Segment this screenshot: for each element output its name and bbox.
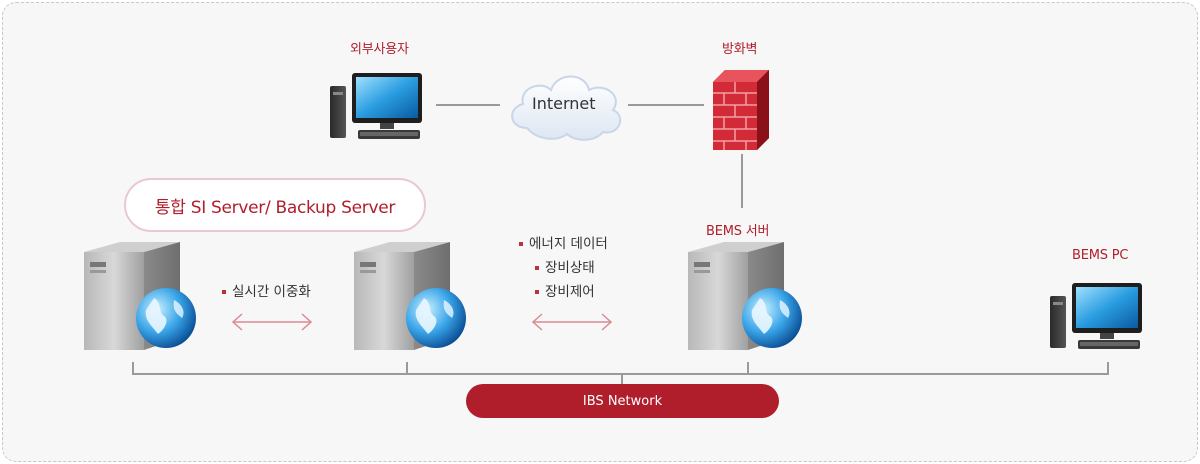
bems-pc-label: BEMS PC <box>1072 248 1129 263</box>
double-arrow-icon <box>231 313 313 331</box>
link-internet-firewall <box>628 104 704 106</box>
bems-server-label: BEMS 서버 <box>706 224 770 239</box>
drop-server-1 <box>132 362 134 374</box>
bullet-icon <box>535 290 539 294</box>
data-type-item: 장비제어 <box>535 280 608 304</box>
drop-server-2 <box>406 362 408 374</box>
si-server-group-label: 통합 SI Server/ Backup Server <box>124 178 426 232</box>
drop-bems-pc <box>1107 362 1109 374</box>
bullet-icon <box>519 242 523 246</box>
link-user-internet <box>436 104 500 106</box>
desktop-pc-icon <box>1050 283 1142 349</box>
network-bus <box>132 373 1109 375</box>
firewall-label: 방화벽 <box>722 42 758 57</box>
replication-note: 실시간 이중화 <box>222 280 311 304</box>
bullet-icon <box>222 290 226 294</box>
cloud-icon <box>511 75 622 141</box>
replication-label: 실시간 이중화 <box>232 284 311 300</box>
firewall-brick-icon <box>713 70 769 150</box>
drop-network <box>621 374 623 385</box>
ibs-network-label: IBS Network <box>466 384 779 418</box>
desktop-pc-icon <box>330 73 422 139</box>
globe-icon <box>406 288 466 348</box>
link-firewall-bems <box>741 154 743 208</box>
globe-icon <box>136 288 196 348</box>
data-type-item: 에너지 데이터 <box>519 232 608 256</box>
external-user-label: 외부사용자 <box>350 42 409 57</box>
bullet-icon <box>535 266 539 270</box>
drop-bems-server <box>747 362 749 374</box>
internet-label: Internet <box>532 94 596 113</box>
globe-icon <box>742 288 802 348</box>
data-types-list: 에너지 데이터 장비상태 장비제어 <box>519 232 608 304</box>
double-arrow-icon <box>531 313 613 331</box>
data-type-item: 장비상태 <box>535 256 608 280</box>
